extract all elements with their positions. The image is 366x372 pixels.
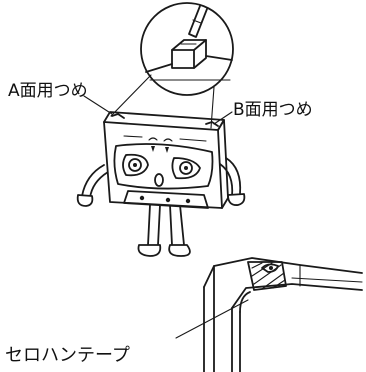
cassette-deck-corner bbox=[203, 257, 363, 372]
tab-b-label: B面用つめ bbox=[233, 100, 313, 120]
label-pointers bbox=[83, 95, 233, 125]
inset-leader-lines bbox=[110, 74, 215, 129]
magnified-tab-inset bbox=[140, 2, 234, 96]
tab-a-label: A面用つめ bbox=[8, 81, 88, 101]
cellophane-tape-label: セロハンテープ bbox=[5, 345, 130, 366]
cassette-character bbox=[76, 111, 246, 257]
tape-pointer-line bbox=[175, 299, 249, 339]
